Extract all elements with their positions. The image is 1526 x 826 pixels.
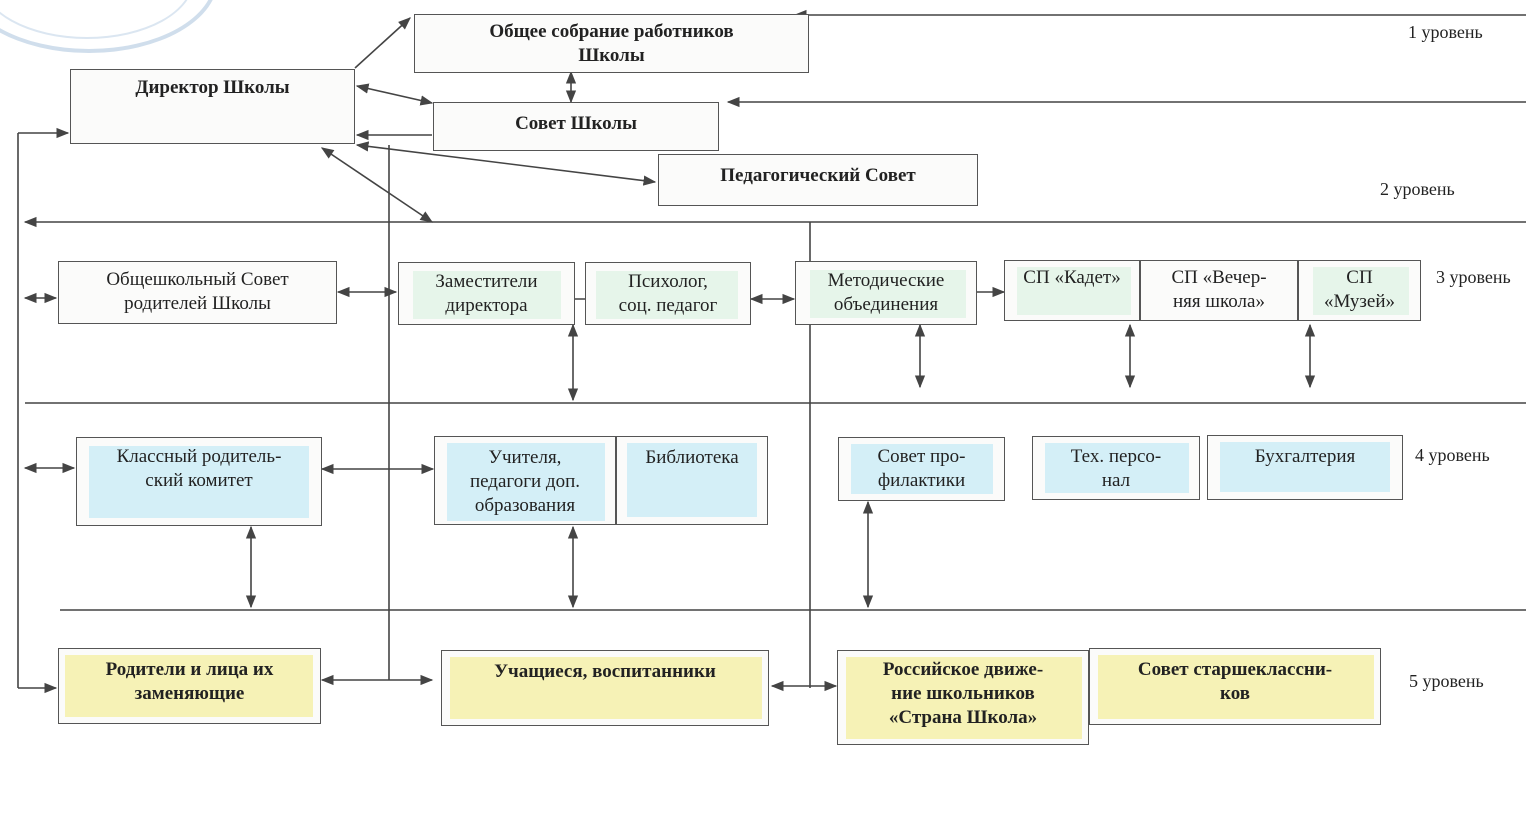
box-parents-council (58, 261, 337, 324)
box-deputies (398, 262, 575, 325)
box-parents (58, 648, 321, 724)
school-council-label: Совет Школы (515, 113, 637, 134)
accounting-label: Бухгалтерия (1254, 446, 1356, 467)
box-sp-cadet (1004, 260, 1140, 321)
sp-cadet-label: СП «Кадет» (1023, 267, 1121, 288)
parents-council-label: Общешкольный Совет родителей Школы (106, 269, 289, 314)
box-school-council (433, 102, 719, 151)
level-5-label: 5 уровень (1409, 671, 1484, 691)
box-tech-staff (1032, 436, 1200, 500)
box-ped-council (658, 154, 978, 206)
class-committee-label: Классный родитель- ский комитет (116, 446, 282, 491)
sp-evening-label: СП «Вечер- няя школа» (1171, 267, 1267, 312)
level-1-label: 1 уровень (1408, 22, 1483, 42)
box-general-meeting (414, 14, 809, 73)
box-students (441, 650, 769, 726)
box-rdsh (837, 650, 1089, 745)
parents-label: Родители и лица их заменяющие (105, 659, 274, 704)
level-4-label: 4 уровень (1415, 445, 1490, 465)
box-director (70, 69, 355, 144)
level-3-label: 3 уровень (1436, 267, 1511, 287)
general-meeting-label: Общее собрание работников Школы (489, 21, 734, 66)
teachers-label: Учителя, педагоги доп. образования (469, 447, 581, 516)
box-senior-council (1089, 648, 1381, 725)
senior-council-label: Совет старшеклассни- ков (1137, 659, 1333, 704)
tech-staff-label: Тех. персо- нал (1070, 446, 1162, 491)
rdsh-label: Российское движе- ние школьников «Страна… (882, 659, 1044, 728)
box-class-committee (76, 437, 322, 526)
library-label: Библиотека (645, 447, 739, 468)
psychologist-label: Психолог, соц. педагог (618, 271, 718, 316)
box-library (616, 436, 768, 525)
box-prevention (838, 437, 1005, 501)
deputies-label: Заместители директора (435, 271, 538, 316)
methodical-label: Методические объединения (827, 270, 945, 315)
box-methodical (795, 261, 977, 325)
sp-museum-label: СП «Музей» (1323, 267, 1396, 312)
director-label: Директор Школы (135, 77, 290, 98)
director-to-level2 (320, 147, 434, 223)
box-psychologist (585, 262, 751, 325)
prevention-label: Совет про- филактики (877, 446, 966, 491)
box-accounting (1207, 435, 1403, 500)
director-to-council (355, 83, 434, 106)
level-2-label: 2 уровень (1380, 179, 1455, 199)
ped-council-label: Педагогический Совет (720, 165, 916, 186)
box-teachers (434, 436, 616, 525)
box-sp-evening (1140, 260, 1298, 321)
students-label: Учащиеся, воспитанники (494, 661, 716, 682)
box-sp-museum (1298, 260, 1421, 321)
director-to-meeting (354, 17, 411, 69)
